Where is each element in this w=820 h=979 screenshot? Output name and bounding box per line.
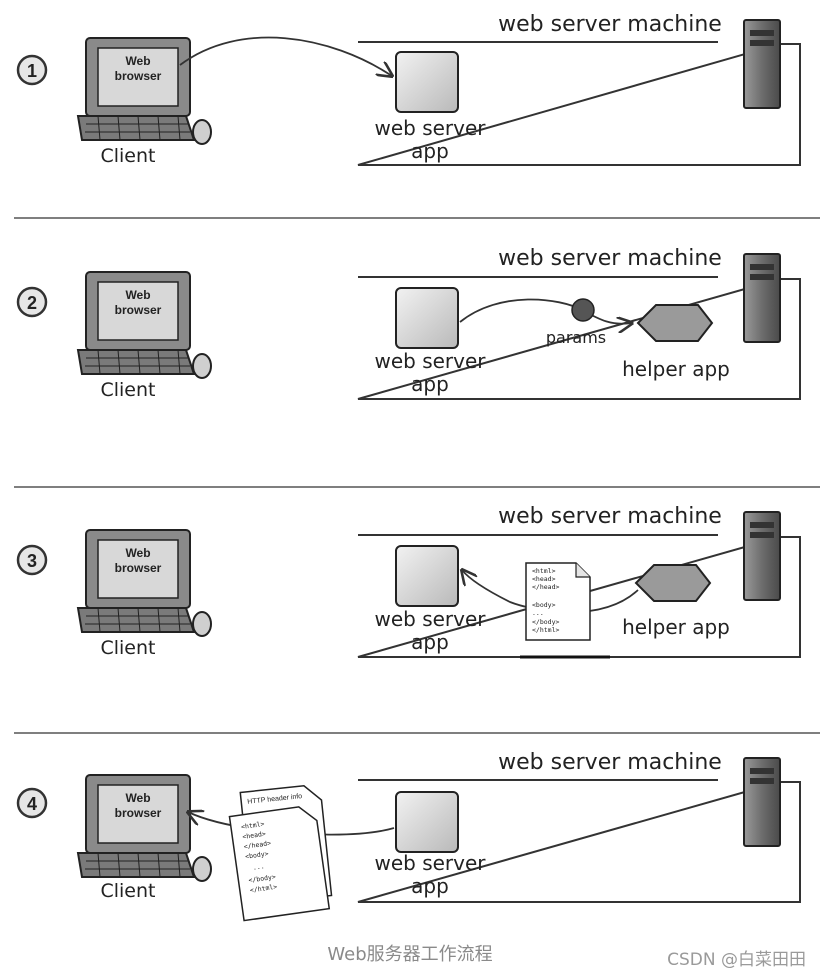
mouse xyxy=(192,353,212,379)
client-computer: Web browser Client xyxy=(76,37,212,167)
keyboard xyxy=(76,115,196,141)
doc-line: </body> xyxy=(248,873,276,885)
params-dot xyxy=(571,298,595,322)
doc-line: ... xyxy=(252,862,265,872)
screen-text-web: Web xyxy=(125,791,150,805)
keyboard xyxy=(76,349,196,375)
step-number: 3 xyxy=(27,551,37,571)
web-server-app: web server app xyxy=(374,791,486,898)
app-label-line2: app xyxy=(411,139,449,163)
server-machine-title: web server machine xyxy=(498,246,722,271)
step-number: 4 xyxy=(27,794,37,814)
request-arrow xyxy=(179,36,392,76)
web-server-app: web server app xyxy=(374,51,486,163)
app-label-line2: app xyxy=(411,874,449,898)
client-label: Client xyxy=(100,880,155,902)
server-tower xyxy=(743,19,781,109)
doc-line: </head> xyxy=(532,583,559,591)
server-machine-box xyxy=(357,534,801,658)
app-label-line1: web server xyxy=(374,349,486,373)
screen-text-browser: browser xyxy=(115,806,162,820)
doc-line: </html> xyxy=(532,626,559,634)
params-arrow xyxy=(459,298,632,323)
doc-line: <head> xyxy=(532,575,556,583)
screen-text-web: Web xyxy=(125,546,150,560)
doc-line: <head> xyxy=(242,830,266,841)
step-badge: 1 xyxy=(16,54,48,86)
response-arrow xyxy=(462,570,639,614)
watermark: CSDN @白菜田田 xyxy=(667,950,806,970)
client-computer: Web browser Client xyxy=(76,271,212,401)
app-label-line1: web server xyxy=(374,607,486,631)
html-page-sheet xyxy=(228,806,331,922)
server-machine-title: web server machine xyxy=(498,12,722,37)
helper-app-label: helper app xyxy=(622,615,730,639)
doc-line: <body> xyxy=(245,850,269,861)
server-machine-title: web server machine xyxy=(498,504,722,529)
panel-step-3: 3 Web browser Client web server machine … xyxy=(16,504,801,659)
step-number: 1 xyxy=(27,61,37,81)
helper-app-shape xyxy=(634,564,712,602)
screen-text-web: Web xyxy=(125,288,150,302)
server-machine-box xyxy=(357,276,801,400)
server-machine-box xyxy=(357,779,801,903)
step-number: 2 xyxy=(27,293,37,313)
params-label: params xyxy=(546,328,606,347)
server-tower xyxy=(743,253,781,343)
client-label: Client xyxy=(100,379,155,401)
doc-line: <html> xyxy=(240,820,264,831)
step-badge: 3 xyxy=(16,544,48,576)
panel-step-2: 2 Web browser Client web server machine … xyxy=(16,246,801,401)
screen-text-browser: browser xyxy=(115,69,162,83)
server-machine-box xyxy=(357,41,801,166)
screen-text-browser: browser xyxy=(115,561,162,575)
doc-line: </html> xyxy=(249,883,277,895)
figure-caption: Web服务器工作流程 xyxy=(327,944,493,965)
screen-text-browser: browser xyxy=(115,303,162,317)
client-label: Client xyxy=(100,637,155,659)
doc-line: </head> xyxy=(243,839,271,851)
mouse xyxy=(192,611,212,637)
keyboard xyxy=(76,852,196,878)
mouse xyxy=(192,856,212,882)
mouse xyxy=(192,119,212,145)
panel-step-1: 1 Web browser Client web server machine … xyxy=(16,12,801,167)
server-machine-title: web server machine xyxy=(498,750,722,775)
html-document: <html> <head> </head> <body> ... </body>… xyxy=(525,562,591,641)
app-label-line2: app xyxy=(411,372,449,396)
client-computer: Web browser Client xyxy=(76,529,212,659)
helper-app-shape xyxy=(636,304,714,342)
panel-step-4: 4 Web browser Client web server machine … xyxy=(16,750,801,922)
app-label-line1: web server xyxy=(374,851,486,875)
doc-line: ... xyxy=(532,609,544,617)
http-response-document: HTTP header info <html> <head> </head> <… xyxy=(228,785,333,922)
step-badge: 4 xyxy=(16,787,48,819)
helper-app-label: helper app xyxy=(622,357,730,381)
client-computer: Web browser Client xyxy=(76,774,212,902)
server-tower xyxy=(743,757,781,847)
client-label: Client xyxy=(100,145,155,167)
app-label-line1: web server xyxy=(374,116,486,140)
screen-text-web: Web xyxy=(125,54,150,68)
server-tower xyxy=(743,511,781,601)
web-server-app: web server app xyxy=(374,545,486,654)
doc-line: </body> xyxy=(532,618,559,626)
keyboard xyxy=(76,607,196,633)
doc-line: <html> xyxy=(532,567,556,575)
web-server-app: web server app xyxy=(374,287,486,396)
step-badge: 2 xyxy=(16,286,48,318)
doc-line: <body> xyxy=(532,601,556,609)
app-label-line2: app xyxy=(411,630,449,654)
